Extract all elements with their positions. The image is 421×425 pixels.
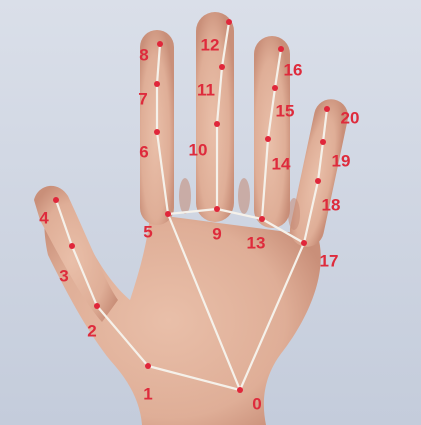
keypoint-8 <box>157 41 163 47</box>
keypoint-label-13: 13 <box>247 233 266 252</box>
keypoint-9 <box>214 206 220 212</box>
keypoint-label-9: 9 <box>212 224 221 243</box>
keypoint-20 <box>324 106 330 112</box>
keypoint-label-19: 19 <box>332 151 351 170</box>
keypoint-label-11: 11 <box>197 80 215 99</box>
keypoint-label-17: 17 <box>320 251 339 270</box>
keypoint-label-3: 3 <box>59 266 68 285</box>
keypoint-3 <box>69 243 75 249</box>
keypoint-12 <box>226 19 232 25</box>
keypoint-4 <box>53 197 59 203</box>
keypoint-6 <box>154 129 160 135</box>
keypoint-16 <box>278 46 284 52</box>
keypoint-label-18: 18 <box>322 195 341 214</box>
keypoint-label-14: 14 <box>272 154 291 173</box>
keypoint-label-15: 15 <box>276 101 295 120</box>
keypoint-label-10: 10 <box>189 140 208 159</box>
keypoint-label-12: 12 <box>201 35 220 54</box>
keypoint-label-1: 1 <box>143 384 152 403</box>
keypoint-label-0: 0 <box>252 394 261 413</box>
keypoint-label-16: 16 <box>284 60 303 79</box>
keypoint-2 <box>94 303 100 309</box>
keypoint-10 <box>214 121 220 127</box>
keypoint-label-4: 4 <box>39 208 49 227</box>
keypoint-13 <box>259 216 265 222</box>
keypoint-label-5: 5 <box>143 222 152 241</box>
keypoint-label-8: 8 <box>139 45 148 64</box>
keypoint-5 <box>165 211 171 217</box>
keypoint-label-6: 6 <box>139 142 148 161</box>
keypoint-14 <box>265 136 271 142</box>
keypoint-19 <box>320 139 326 145</box>
keypoint-label-20: 20 <box>341 108 360 127</box>
keypoint-1 <box>145 363 151 369</box>
keypoint-18 <box>315 178 321 184</box>
keypoint-17 <box>301 240 307 246</box>
keypoint-7 <box>154 81 160 87</box>
keypoint-label-2: 2 <box>87 321 96 340</box>
keypoint-15 <box>272 85 278 91</box>
keypoint-11 <box>219 64 225 70</box>
keypoint-0 <box>237 387 243 393</box>
keypoint-label-7: 7 <box>138 89 147 108</box>
